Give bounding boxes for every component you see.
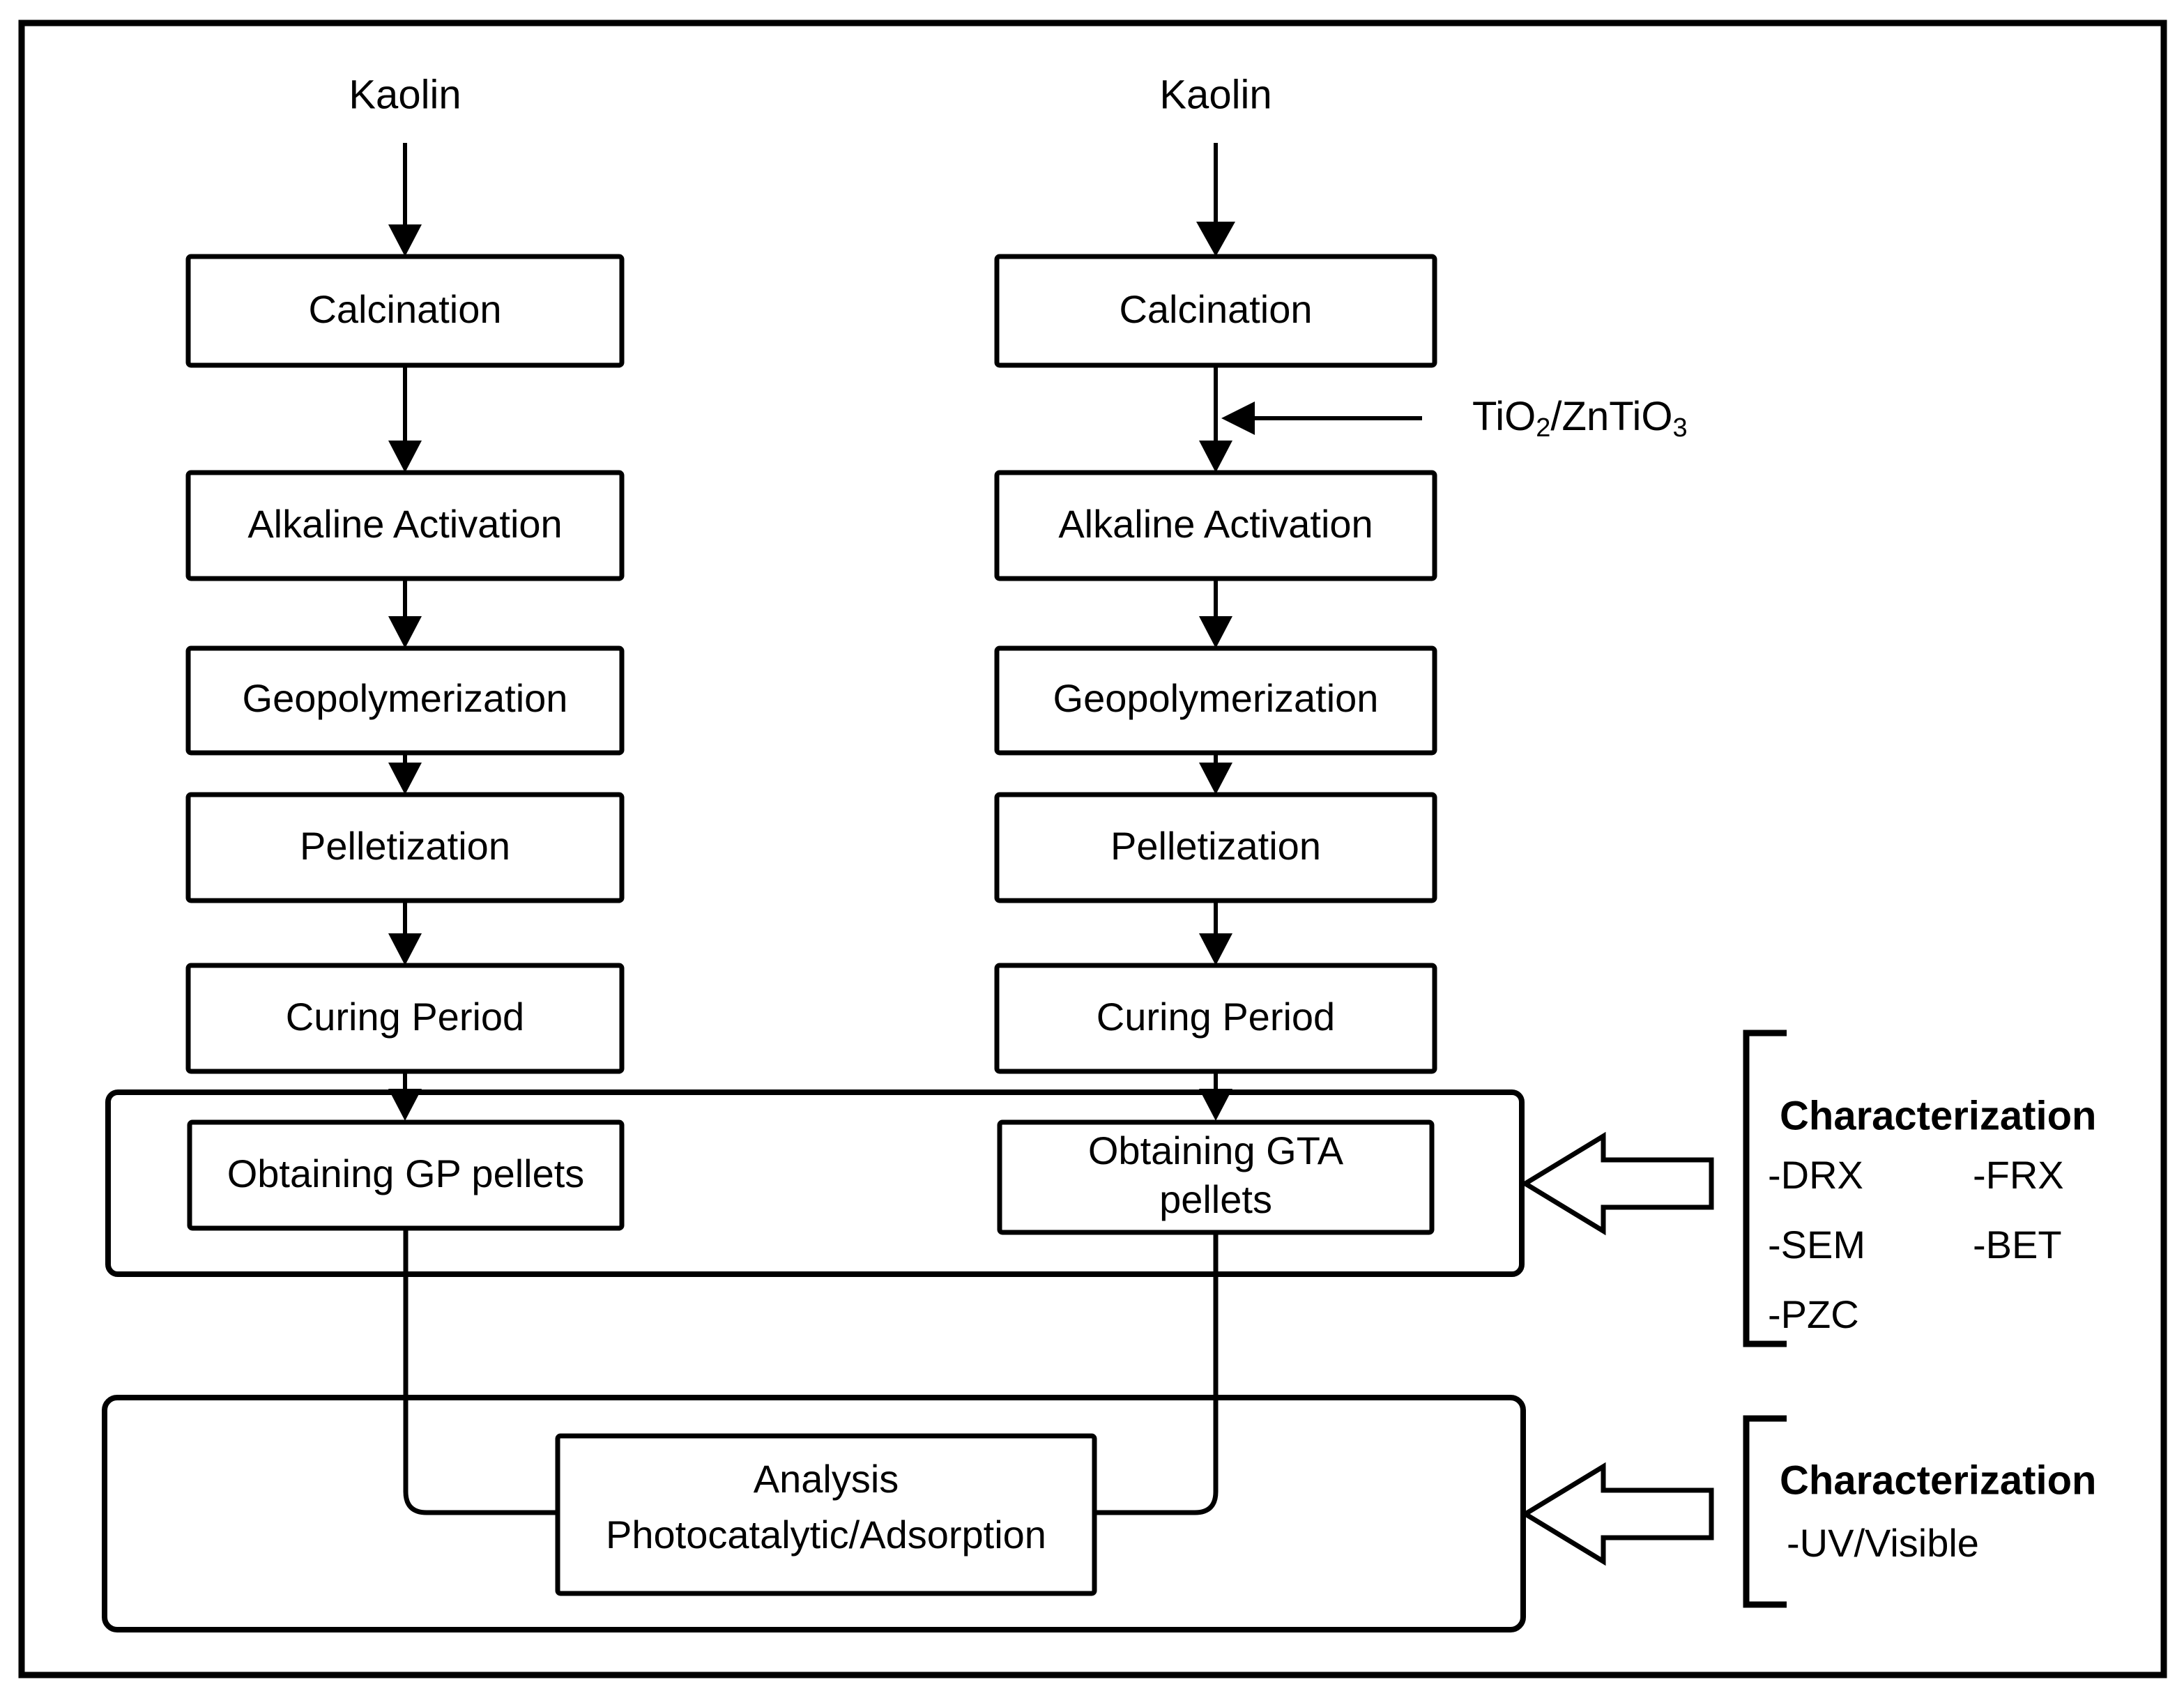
right-step-curing-period-label: Curing Period xyxy=(1097,995,1335,1039)
left-arrow-input-to-calcination xyxy=(388,143,422,257)
right-arrow-pelletization-to-curing xyxy=(1199,901,1232,965)
characterization-materials-title: Characterization xyxy=(1780,1093,2096,1138)
right-step-alkaline-activation-label: Alkaline Activation xyxy=(1058,502,1373,546)
left-step-curing-period-label: Curing Period xyxy=(286,995,524,1039)
reagent-label: TiO2/ZnTiO3 xyxy=(1472,394,1688,443)
right-product-gta-pellets-label-line1: Obtaining GTA xyxy=(1088,1129,1344,1172)
analysis-label-line2: Photocatalytic/Adsorption xyxy=(606,1513,1046,1556)
characterization-analysis-item-uv-visible: -UV/Visible xyxy=(1787,1521,1979,1565)
right-arrow-input-to-calcination xyxy=(1196,143,1235,257)
left-arrow-alkaline-to-geopolymerization xyxy=(388,579,422,648)
characterization-analysis-arrow-icon xyxy=(1520,1462,1714,1566)
left-arrow-curing-to-product xyxy=(388,1071,422,1121)
characterization-materials-item-sem: -SEM xyxy=(1768,1223,1865,1267)
left-arrow-calcination-to-alkaline xyxy=(388,365,422,473)
right-arrow-alkaline-to-geopolymerization xyxy=(1199,579,1232,648)
right-arrow-curing-to-product xyxy=(1199,1071,1232,1121)
left-arrow-pelletization-to-curing xyxy=(388,901,422,965)
reagent-feed-arrow xyxy=(1221,401,1422,435)
characterization-analysis-bracket xyxy=(1743,1415,1787,1608)
left-input-label: Kaolin xyxy=(349,72,461,117)
right-input-label: Kaolin xyxy=(1159,72,1272,117)
right-step-geopolymerization-label: Geopolymerization xyxy=(1053,676,1379,720)
right-arrow-calcination-to-alkaline xyxy=(1199,365,1232,473)
right-step-calcination-label: Calcination xyxy=(1119,287,1312,331)
reagent-base-2: ZnTiO xyxy=(1562,394,1673,439)
left-arrow-geopolymerization-to-pelletization xyxy=(388,753,422,795)
reagent-base-1: TiO xyxy=(1472,394,1536,439)
left-step-pelletization-label: Pelletization xyxy=(300,824,510,868)
characterization-materials-item-bet: -BET xyxy=(1973,1223,2062,1267)
reagent-sub-2: 3 xyxy=(1673,413,1688,443)
analysis-box[interactable] xyxy=(555,1433,1097,1596)
left-step-alkaline-activation-label: Alkaline Activation xyxy=(247,502,562,546)
right-product-gta-pellets-label-line2: pellets xyxy=(1159,1177,1272,1221)
characterization-materials-item-pzc: -PZC xyxy=(1768,1292,1859,1336)
characterization-materials-item-drx: -DRX xyxy=(1768,1153,1863,1197)
merge-line-right xyxy=(830,1232,1219,1515)
left-product-gp-pellets-label: Obtaining GP pellets xyxy=(227,1152,585,1195)
right-step-pelletization-label: Pelletization xyxy=(1110,824,1321,868)
characterization-materials-bracket xyxy=(1743,1030,1787,1347)
reagent-sub-1: 2 xyxy=(1536,413,1550,443)
right-arrow-geopolymerization-to-pelletization xyxy=(1199,753,1232,795)
merge-line-left xyxy=(403,1228,795,1515)
reagent-separator: / xyxy=(1550,394,1562,439)
analysis-label-line1: Analysis xyxy=(754,1457,899,1501)
figure-border xyxy=(18,20,2167,1678)
characterization-materials-item-frx: -FRX xyxy=(1973,1153,2064,1197)
left-step-calcination-label: Calcination xyxy=(308,287,501,331)
left-step-geopolymerization-label: Geopolymerization xyxy=(243,676,568,720)
characterization-materials-arrow-icon xyxy=(1520,1131,1714,1236)
characterization-analysis-title: Characterization xyxy=(1780,1458,2096,1503)
